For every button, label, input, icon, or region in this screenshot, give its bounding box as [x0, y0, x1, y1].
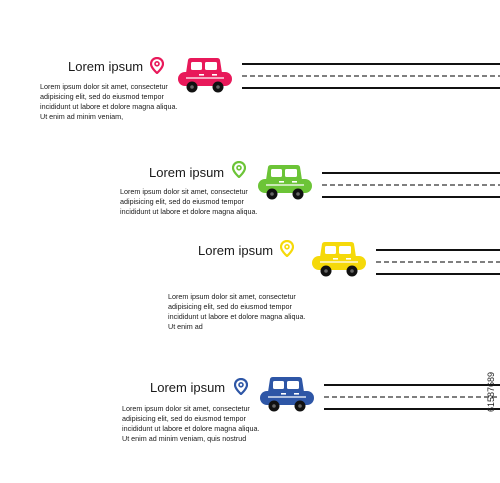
stock-id-watermark: 61587689	[486, 372, 496, 413]
car-icon	[312, 242, 366, 277]
car-icon	[258, 165, 312, 200]
road	[322, 172, 500, 198]
car-icon	[178, 58, 232, 93]
location-pin-icon	[234, 378, 248, 395]
location-pin-icon	[150, 57, 164, 74]
step-title: Lorem ipsum	[68, 59, 144, 74]
step-description: Lorem ipsum dolor sit amet, consectetur …	[40, 82, 178, 121]
location-pin-icon	[232, 161, 246, 178]
car-icon	[260, 377, 314, 412]
step-title: Lorem ipsum	[149, 165, 225, 180]
step-title: Lorem ipsum	[150, 380, 226, 395]
step-description: Lorem ipsum dolor sit amet, consectetur …	[168, 292, 306, 331]
road	[376, 249, 500, 275]
road	[324, 384, 500, 410]
step-description: Lorem ipsum dolor sit amet, consectetur …	[122, 404, 260, 443]
road	[242, 63, 500, 89]
step-title: Lorem ipsum	[198, 243, 274, 258]
step-description: Lorem ipsum dolor sit amet, consectetur …	[120, 187, 258, 216]
location-pin-icon	[280, 240, 294, 257]
